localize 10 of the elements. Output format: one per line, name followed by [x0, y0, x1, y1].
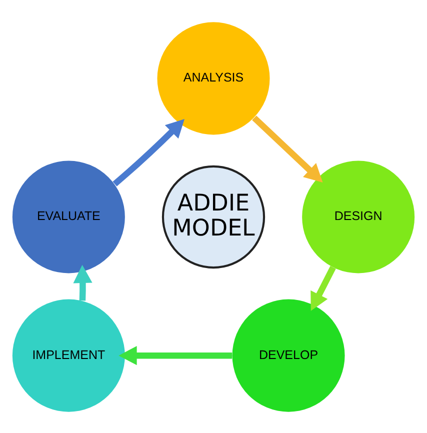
node-circle: ADDIE MODEL	[162, 164, 266, 268]
arrow	[112, 118, 184, 186]
node-circle: DEVELOP	[232, 298, 345, 412]
node-circle: IMPLEMENT	[12, 298, 125, 412]
node-circle: EVALUATE	[12, 160, 125, 273]
arrow	[310, 265, 336, 310]
arrow	[73, 264, 92, 300]
node-circle: ANALYSIS	[157, 22, 270, 134]
arrow	[118, 346, 232, 365]
arrow	[252, 115, 323, 182]
